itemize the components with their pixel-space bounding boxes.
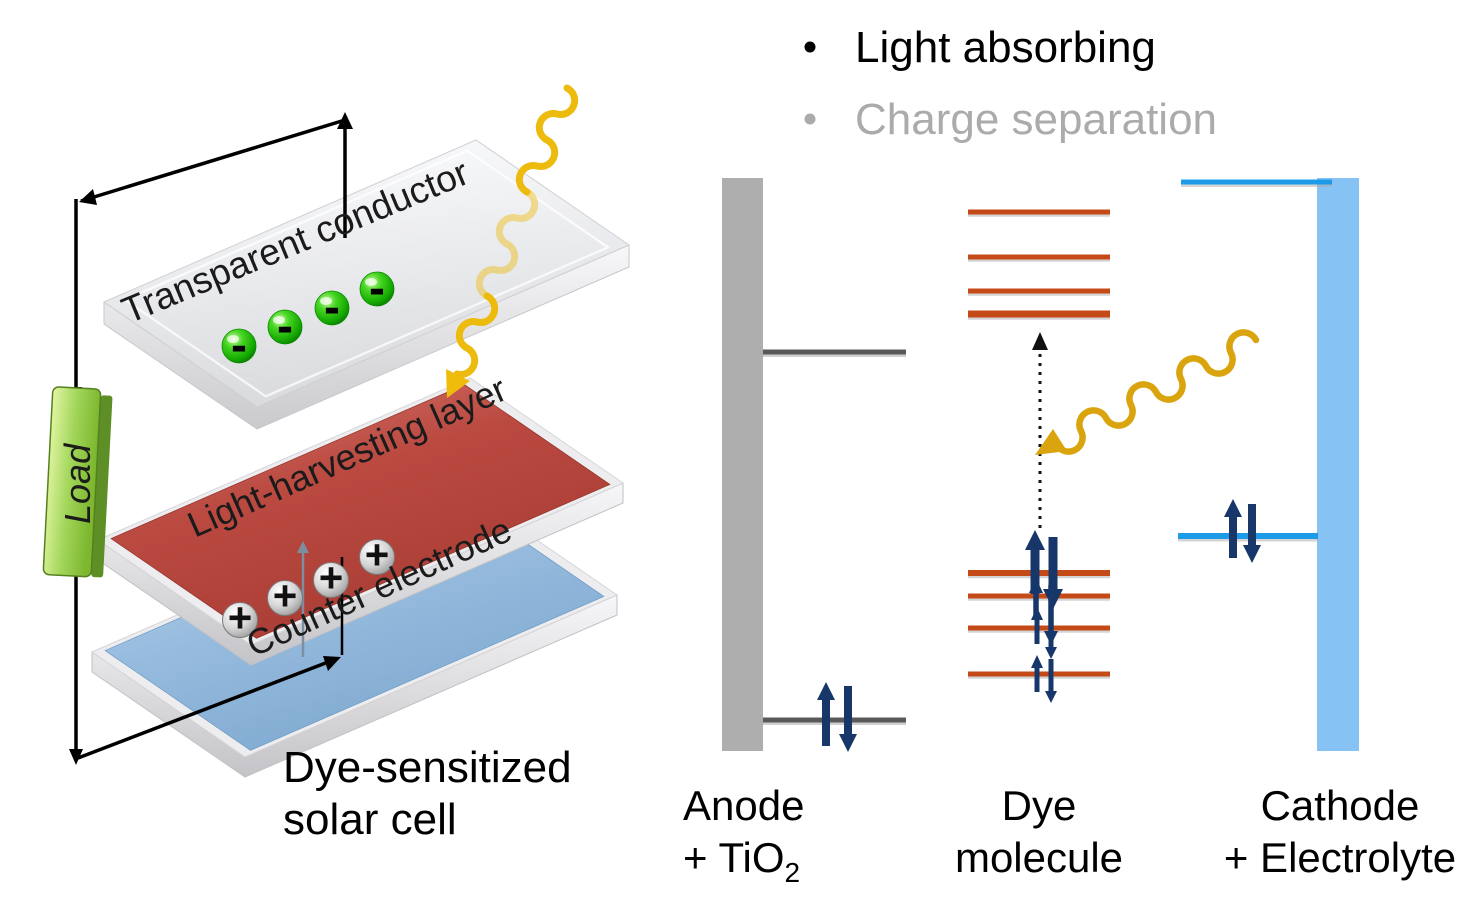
spin-up-arrow-icon: [1031, 655, 1043, 668]
spin-up-arrow-icon: [1031, 607, 1043, 620]
photon-wave-upper: [515, 84, 579, 196]
energy-diagram: Anode + TiO2 Dye molecule Cathode + Elec…: [683, 178, 1456, 888]
caption-line2: solar cell: [283, 795, 457, 844]
electron-ball: -: [267, 300, 303, 353]
arrow-corner-icon: [79, 189, 97, 205]
dye-label-line2: molecule: [955, 834, 1123, 881]
photon-arrowhead-icon: [446, 369, 470, 398]
wire-top-diagonal: [80, 118, 346, 203]
anode-label-line2: + TiO2: [683, 834, 800, 888]
spin-up-arrow-icon: [1029, 578, 1043, 593]
hole-ball: +: [222, 594, 258, 641]
hole-ball: +: [359, 531, 395, 578]
photon-wave-left: [446, 84, 579, 398]
dye-excited-levels: [968, 209, 1110, 320]
arrow-down-icon: [69, 749, 83, 765]
bullet-list: Light absorbing Charge separation: [804, 23, 1217, 144]
cathode-column: [1178, 178, 1359, 751]
anode-column: [722, 178, 906, 752]
electron-ball: -: [359, 262, 395, 315]
electron-spin-pair-medium: [1029, 578, 1058, 645]
electron-ball: -: [221, 319, 257, 372]
photon-wave-right: [1035, 329, 1260, 455]
photon-wave-lower: [453, 292, 499, 378]
electron-row: - - - -: [221, 262, 395, 372]
electron-spin-pair-cathode: [1224, 499, 1261, 563]
anode-bar: [722, 178, 763, 751]
electron-ball: -: [314, 281, 350, 334]
spin-down-arrow-icon: [1045, 647, 1057, 659]
bullet-item-light-absorbing: Light absorbing: [855, 23, 1156, 72]
anode-label-line1: Anode: [683, 782, 804, 829]
excitation-arrow: [1032, 332, 1048, 528]
cathode-bar: [1317, 178, 1359, 751]
energy-diagram-labels: Anode + TiO2 Dye molecule Cathode + Elec…: [683, 782, 1456, 888]
cathode-label-line2: + Electrolyte: [1224, 834, 1456, 881]
electron-minus-symbol: -: [277, 300, 293, 353]
electron-highlight: [365, 278, 377, 286]
electron-highlight: [320, 297, 332, 305]
load-face: [42, 386, 102, 578]
spin-down-arrow-icon: [1045, 691, 1057, 703]
hole-plus-symbol: +: [273, 572, 298, 619]
electron-spin-pair-small: [1031, 655, 1057, 703]
electron-spin-pairs-dye: [1025, 530, 1063, 703]
load-side: [91, 395, 113, 578]
hole-row: + + + +: [222, 531, 395, 641]
hole-ball: +: [313, 554, 349, 601]
spin-up-arrow-icon: [1224, 499, 1242, 517]
bullet-dot-icon: [804, 41, 816, 53]
load-label: Load: [57, 443, 98, 524]
electron-minus-symbol: -: [324, 281, 340, 334]
hole-plus-symbol: +: [228, 594, 253, 641]
light-harvesting-face: [110, 384, 611, 639]
excitation-arrowhead-icon: [1032, 332, 1048, 350]
hole-ball: +: [267, 572, 303, 619]
spin-up-arrow-icon: [817, 682, 835, 700]
load-box: [42, 386, 113, 578]
circuit-wire: [68, 112, 353, 765]
photon-arrowhead-icon: [1035, 429, 1067, 455]
spin-down-arrow-icon: [1243, 545, 1261, 563]
dye-label-line1: Dye: [1002, 782, 1077, 829]
electron-spin-pair-small: [1031, 607, 1057, 659]
bullet-dot-icon: [804, 113, 816, 125]
photon-wave-path: [1052, 329, 1260, 455]
bullet-item-charge-separation: Charge separation: [855, 95, 1217, 144]
electron-return-arrow: [297, 541, 309, 657]
transparent-conductor-inner-rim: [122, 149, 611, 398]
electron-spin-pair-anode: [817, 682, 857, 752]
cathode-label-line1: Cathode: [1261, 782, 1420, 829]
anode-label-subscript: 2: [785, 857, 801, 888]
spin-down-arrow-icon: [839, 734, 857, 752]
wire-bottom-diagonal: [77, 657, 337, 760]
dye-column: [968, 209, 1110, 703]
electron-return-head-icon: [297, 541, 309, 553]
spin-up-arrow-icon: [1025, 530, 1045, 550]
hole-plus-symbol: +: [319, 554, 344, 601]
hole-plus-symbol: +: [365, 531, 390, 578]
electron-minus-symbol: -: [231, 319, 247, 372]
electron-highlight: [227, 335, 239, 343]
solar-cell-illustration: Load - - - -: [42, 84, 631, 844]
photon-wave-through-glass: [475, 188, 539, 300]
electron-minus-symbol: -: [369, 262, 385, 315]
arrow-to-electrode-icon: [323, 656, 341, 671]
electron-highlight: [273, 316, 285, 324]
anode-label-main: + TiO: [683, 834, 785, 881]
caption-line1: Dye-sensitized: [283, 743, 572, 792]
